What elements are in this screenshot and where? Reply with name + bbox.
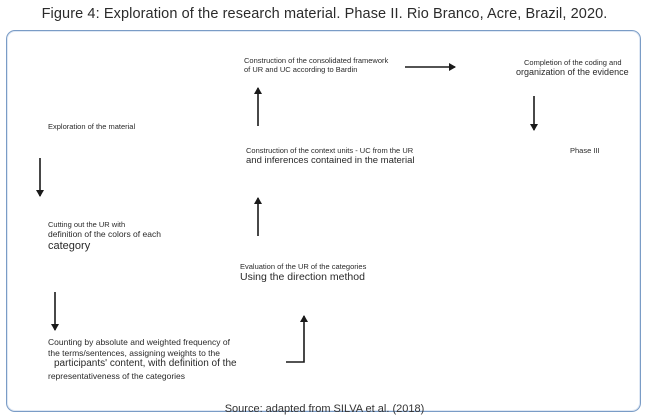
node-framework: Construction of the consolidated framewo…	[244, 56, 388, 75]
node-cutting-line3: category	[48, 240, 91, 252]
node-exploration: Exploration of the material	[48, 122, 136, 131]
node-context-line1: Construction of the context units - UC f…	[246, 146, 414, 155]
node-counting-line1: Counting by absolute and weighted freque…	[48, 337, 230, 347]
node-cutting-line2: definition of the colors of each	[48, 229, 161, 240]
node-context: Construction of the context units - UC f…	[246, 146, 414, 167]
node-evaluation: Evaluation of the UR of the categories U…	[240, 262, 366, 285]
figure-source: Source: adapted from SILVA et al. (2018)	[224, 403, 425, 415]
node-cutting-line1: Cutting out the UR with	[48, 220, 126, 229]
diagram-frame	[6, 30, 641, 412]
arrow-counting-to-evaluation	[286, 315, 308, 363]
node-completion-line1: Completion of the coding and	[524, 58, 622, 67]
node-evaluation-line1: Evaluation of the UR of the categories	[240, 262, 367, 271]
figure-title: Figure 4: Exploration of the research ma…	[41, 6, 608, 22]
node-cutting: Cutting out the UR with definition of th…	[48, 220, 161, 254]
node-completion: Completion of the coding and organizatio…	[516, 58, 629, 79]
node-evaluation-line2: Using the direction method	[240, 271, 365, 284]
node-counting: Counting by absolute and weighted freque…	[48, 337, 288, 381]
node-framework-line2: of UR and UC according to Bardin	[244, 65, 358, 75]
node-counting-line2: the terms/sentences, assigning weights t…	[48, 347, 220, 358]
node-completion-line2: organization of the evidence	[516, 67, 629, 78]
node-counting-line4: representativeness of the categories	[48, 370, 186, 381]
node-framework-line1: Construction of the consolidated framewo…	[244, 56, 389, 65]
node-phase: Phase III	[570, 146, 600, 155]
node-counting-line3: participants' content, with definition o…	[54, 358, 237, 370]
node-context-line2: and inferences contained in the material	[246, 155, 415, 167]
